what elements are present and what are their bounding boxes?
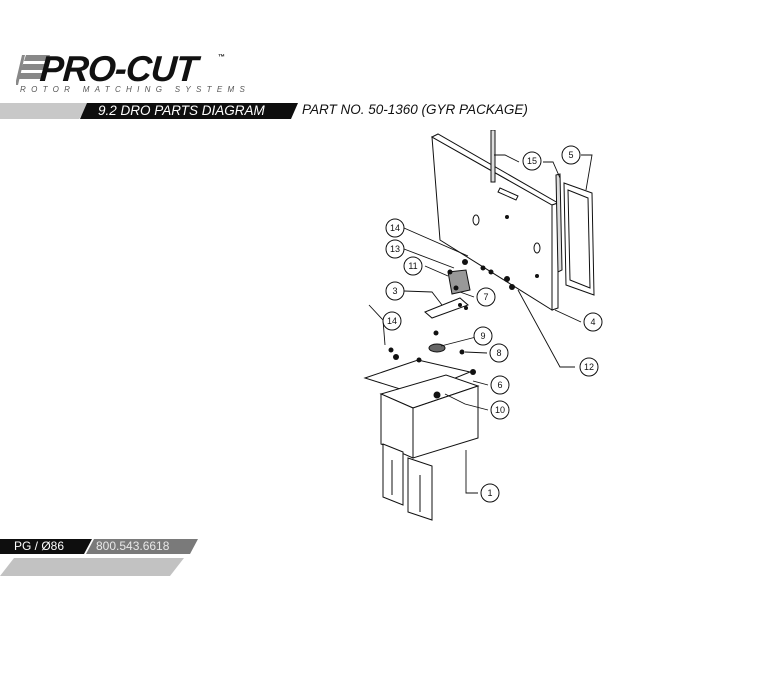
logo-tagline: ROTOR MATCHING SYSTEMS xyxy=(20,85,251,94)
callout-3: 3 xyxy=(392,286,397,296)
page-number-bar xyxy=(0,539,92,554)
callout-11: 11 xyxy=(408,261,417,271)
callout-15: 15 xyxy=(527,156,537,166)
page-number: PG / Ø86 xyxy=(14,539,65,553)
title-bar-black xyxy=(80,103,298,119)
callout-5: 5 xyxy=(568,150,573,160)
title-bar-grey-accent xyxy=(0,103,90,119)
part-number: PART NO. 50-1360 (GYR PACKAGE) xyxy=(302,102,528,117)
footer-grey-accent xyxy=(0,558,184,576)
callout-14-upper: 14 xyxy=(390,223,400,233)
callout-9: 9 xyxy=(480,331,485,341)
callout-14-lower: 14 xyxy=(387,316,397,326)
exploded-parts-diagram: 1 3 4 5 6 7 8 9 10 11 12 13 14 14 15 xyxy=(363,130,603,521)
logo-trademark: ™ xyxy=(218,54,225,61)
logo-wordmark: PRO-CUT xyxy=(38,48,199,89)
phone-number: 800.543.6618 xyxy=(96,539,170,553)
callout-4: 4 xyxy=(590,317,595,327)
callout-1: 1 xyxy=(487,488,492,498)
logo-stripes-icon xyxy=(16,55,50,85)
callout-10: 10 xyxy=(495,405,505,415)
pro-cut-logo: PRO-CUT ™ ROTOR MATCHING SYSTEMS xyxy=(10,48,245,96)
callout-8: 8 xyxy=(496,348,501,358)
section-title: 9.2 DRO PARTS DIAGRAM xyxy=(98,103,265,118)
callout-12: 12 xyxy=(584,362,594,372)
callout-6: 6 xyxy=(497,380,502,390)
callout-13: 13 xyxy=(390,244,400,254)
callout-7: 7 xyxy=(483,292,488,302)
phone-bar xyxy=(86,539,198,554)
